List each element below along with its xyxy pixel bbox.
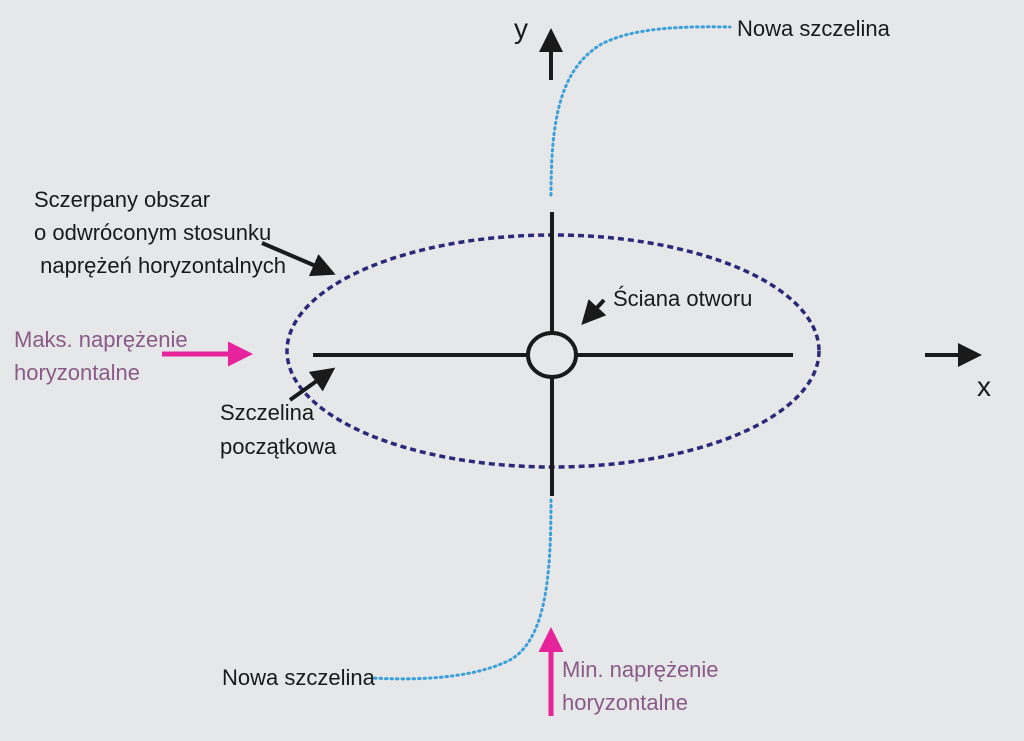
y-axis-label: y [514, 13, 528, 44]
new-fracture-bottom-label: Nowa szczelina [222, 665, 376, 690]
depleted-zone-pointer-arrow-icon [261, 241, 336, 277]
min-stress-line-1: Min. naprężenie [562, 657, 719, 682]
new-fracture-bottom-curve [370, 498, 553, 681]
min-stress-label: Min. naprężenie horyzontalne [562, 657, 725, 715]
depleted-zone-line-3: naprężeń horyzontalnych [34, 253, 286, 278]
depleted-zone-line-2: o odwróconym stosunku [34, 220, 271, 245]
new-fracture-top-label: Nowa szczelina [737, 16, 891, 41]
initial-fracture-label: Szczelina początkowa [220, 400, 337, 459]
max-stress-line-1: Maks. naprężenie [14, 327, 188, 352]
max-stress-line-2: horyzontalne [14, 360, 140, 385]
initial-fracture-line-1: Szczelina [220, 400, 315, 425]
min-stress-line-2: horyzontalne [562, 690, 688, 715]
depleted-zone-label: Sczerpany obszar o odwróconym stosunku n… [34, 187, 286, 278]
initial-fracture-pointer-arrow-icon [288, 367, 336, 402]
depleted-zone-line-1: Sczerpany obszar [34, 187, 210, 212]
borehole-circle [526, 331, 578, 379]
new-fracture-top-curve [549, 25, 732, 197]
max-stress-label: Maks. naprężenie horyzontalne [14, 327, 194, 385]
borehole-wall-label: Ściana otworu [613, 286, 752, 311]
x-axis-label: x [977, 371, 991, 402]
initial-fracture-line-2: początkowa [220, 434, 337, 459]
borehole-wall-pointer-arrow-icon [581, 298, 607, 325]
